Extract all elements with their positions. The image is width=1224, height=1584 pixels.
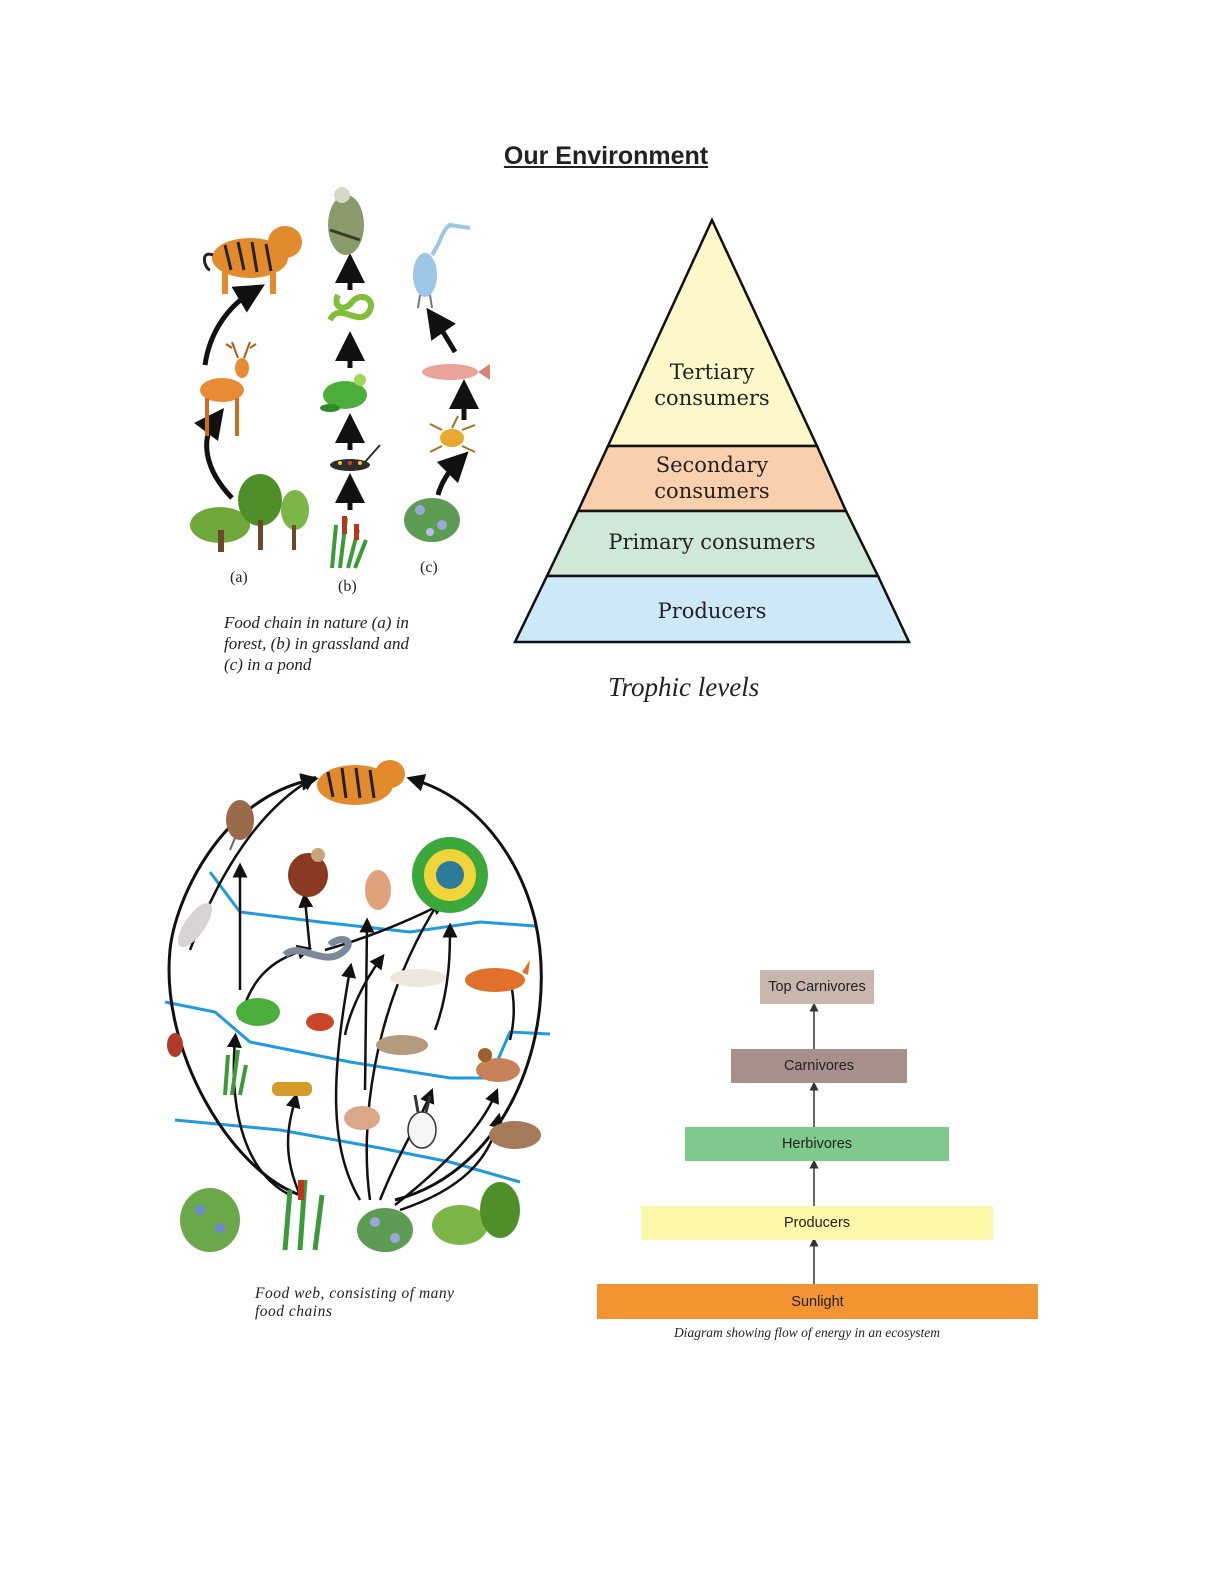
insect-icon — [429, 415, 476, 453]
rabbit-icon — [407, 1094, 437, 1149]
food-web-arrow — [394, 774, 543, 1202]
chain-c-arrow-1 — [435, 451, 469, 496]
chain-label-c: (c) — [420, 559, 438, 576]
rat-icon — [344, 1106, 380, 1130]
hyena-icon — [489, 1121, 541, 1149]
snake-icon — [282, 936, 352, 961]
trophic-levels-caption: Trophic levels — [608, 672, 760, 702]
pyramid-level-producers — [513, 574, 911, 644]
pyramid-label-primary: Primary consumers — [608, 530, 815, 554]
mongoose-icon — [390, 969, 446, 987]
small-bird-icon — [306, 1013, 334, 1031]
food-web-arrow — [226, 1032, 291, 1197]
chain-a-arrow-2 — [202, 284, 265, 366]
deer-icon — [200, 341, 257, 436]
energy-level-label: Carnivores — [783, 1058, 855, 1074]
caterpillar-icon — [272, 1082, 312, 1096]
fish-icon — [422, 364, 490, 380]
food-web-arrow — [285, 1092, 302, 1196]
food-web-caption: Food web, consisting of many food chains — [255, 1285, 455, 1320]
pyramid-label-secondary-1: Secondary — [656, 453, 769, 477]
pyramid-label-tertiary-1: Tertiary — [670, 360, 755, 384]
grasshopper-icon — [330, 444, 381, 471]
chain-label-b: (b) — [338, 578, 357, 595]
energy-level-label: Top Carnivores — [768, 979, 866, 995]
food-web-arrow — [394, 1088, 499, 1206]
energy-level-producers: Producers — [641, 1206, 993, 1240]
food-web-arrow — [298, 892, 314, 951]
chain-c-arrow-3 — [426, 307, 458, 354]
goat-icon — [476, 1048, 520, 1082]
scorpion-icon — [167, 1033, 183, 1057]
food-web-arrow — [343, 953, 385, 1036]
grass-icon — [223, 1049, 248, 1096]
owl-icon — [365, 870, 391, 910]
peacock-icon — [412, 837, 488, 913]
otter-icon — [376, 1035, 428, 1055]
energy-level-top-carnivores: Top Carnivores — [760, 970, 874, 1004]
grass-icon — [330, 516, 368, 569]
food-web-arrow — [433, 922, 458, 1031]
pyramid-label-producers: Producers — [658, 599, 767, 623]
tiger-icon — [202, 226, 302, 294]
tiger-icon — [317, 760, 405, 805]
food-chain-diagram — [190, 187, 490, 569]
food-web-arrow — [359, 917, 375, 1091]
energy-level-label: Producers — [783, 1215, 851, 1231]
energy-level-herbivores: Herbivores — [685, 1127, 949, 1161]
pyramid-label-tertiary-2: consumers — [654, 386, 769, 410]
energy-level-label: Sunlight — [791, 1293, 844, 1310]
energy-level-sunlight: Sunlight — [597, 1284, 1038, 1319]
pyramid-level-tertiary — [606, 217, 819, 448]
chain-a-arrow-1 — [194, 407, 234, 500]
plants-icon — [180, 1179, 520, 1252]
energy-level-label: Herbivores — [781, 1136, 853, 1152]
frog-icon — [320, 374, 367, 412]
food-chain-caption: Food chain in nature (a) in forest, (b) … — [224, 613, 409, 674]
fish-icon — [177, 902, 213, 948]
food-web-diagram — [164, 760, 551, 1252]
trophic-pyramid: Tertiary consumers Secondary consumers P… — [513, 217, 911, 644]
energy-flow-arrows — [809, 1002, 819, 1284]
page-title: Our Environment — [503, 142, 709, 170]
energy-flow-caption: Diagram showing flow of energy in an eco… — [673, 1325, 941, 1340]
water-plant-icon — [404, 498, 460, 542]
food-web-arrow — [365, 893, 445, 1201]
frog-icon — [236, 998, 280, 1026]
heron-icon — [413, 222, 471, 309]
eagle-icon — [328, 187, 364, 255]
chain-label-a: (a) — [230, 569, 248, 586]
snake-icon — [327, 293, 374, 322]
food-web-arrow — [334, 962, 362, 1201]
food-web-arrow — [324, 901, 447, 952]
energy-level-carnivores: Carnivores — [731, 1049, 907, 1083]
eagle-icon — [288, 848, 328, 897]
trees-icon — [190, 474, 309, 552]
pyramid-label-secondary-2: consumers — [654, 479, 769, 503]
bird-icon — [226, 800, 254, 851]
fox-icon — [465, 960, 530, 992]
